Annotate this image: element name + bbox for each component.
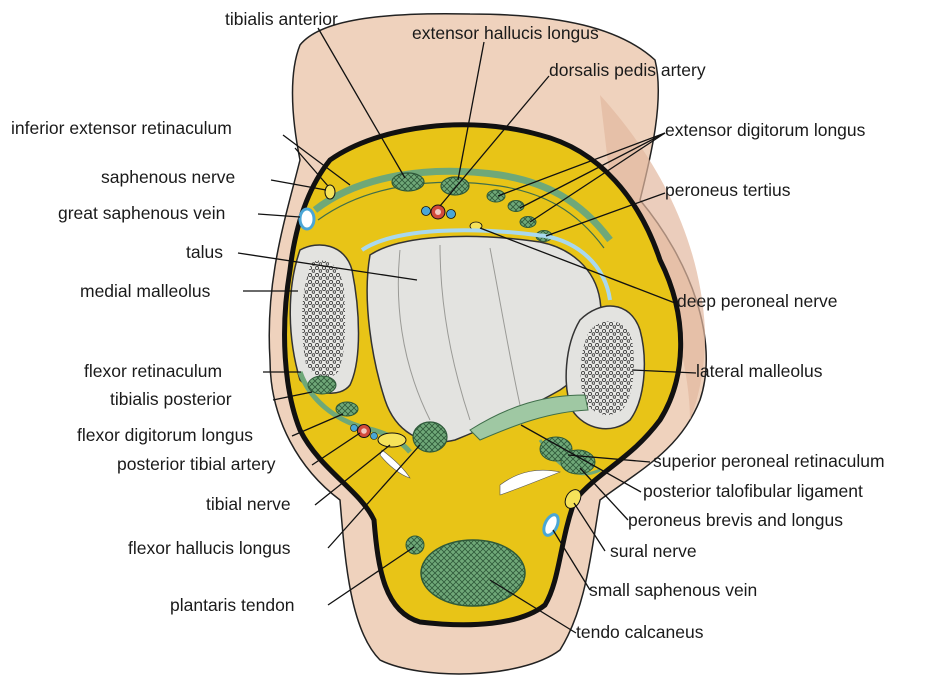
edl-tendon-3 bbox=[520, 217, 536, 228]
label-flexor-retinaculum: flexor retinaculum bbox=[84, 361, 222, 381]
label-superior-peroneal-retinaculum: superior peroneal retinaculum bbox=[653, 451, 885, 471]
peroneus-longus-tendon bbox=[561, 450, 595, 474]
label-extensor-digitorum-longus: extensor digitorum longus bbox=[665, 120, 866, 140]
label-sural-nerve: sural nerve bbox=[610, 541, 697, 561]
label-posterior-tibial-artery: posterior tibial artery bbox=[117, 454, 276, 474]
label-saphenous-nerve: saphenous nerve bbox=[101, 167, 235, 187]
label-tibial-nerve: tibial nerve bbox=[206, 494, 291, 514]
label-posterior-talofibular-ligament: posterior talofibular ligament bbox=[643, 481, 863, 501]
edl-tendon-1 bbox=[487, 190, 505, 202]
tibial-nerve bbox=[378, 433, 406, 447]
label-lateral-malleolus: lateral malleolus bbox=[696, 361, 823, 381]
label-medial-malleolus: medial malleolus bbox=[80, 281, 211, 301]
label-deep-peroneal-nerve: deep peroneal nerve bbox=[677, 291, 838, 311]
label-inferior-extensor-retinaculum: inferior extensor retinaculum bbox=[11, 118, 232, 138]
tibialis-posterior-tendon bbox=[308, 376, 336, 394]
label-talus: talus bbox=[186, 242, 223, 262]
posterior-tibial-vein-2 bbox=[371, 433, 378, 440]
label-plantaris-tendon: plantaris tendon bbox=[170, 595, 295, 615]
label-dorsalis-pedis-artery: dorsalis pedis artery bbox=[549, 60, 706, 80]
extensor-hallucis-longus-tendon bbox=[441, 177, 469, 195]
label-peroneus-brevis-and-longus: peroneus brevis and longus bbox=[628, 510, 843, 530]
posterior-tibial-vein-1 bbox=[351, 425, 358, 432]
tendo-calcaneus bbox=[421, 540, 525, 606]
edl-tendon-2 bbox=[508, 201, 524, 212]
label-tibialis-anterior: tibialis anterior bbox=[225, 9, 338, 29]
label-peroneus-tertius: peroneus tertius bbox=[665, 180, 791, 200]
label-tibialis-posterior: tibialis posterior bbox=[110, 389, 232, 409]
tibialis-anterior-tendon bbox=[392, 173, 424, 191]
label-flexor-digitorum-longus: flexor digitorum longus bbox=[77, 425, 253, 445]
label-small-saphenous-vein: small saphenous vein bbox=[589, 580, 757, 600]
label-extensor-hallucis-longus: extensor hallucis longus bbox=[412, 23, 599, 43]
label-flexor-hallucis-longus: flexor hallucis longus bbox=[128, 538, 291, 558]
dorsalis-pedis-vein-2 bbox=[447, 210, 456, 219]
great-saphenous-vein bbox=[300, 209, 314, 229]
flexor-digitorum-longus-tendon bbox=[336, 402, 358, 416]
dorsalis-pedis-vein-1 bbox=[422, 207, 431, 216]
label-great-saphenous-vein: great saphenous vein bbox=[58, 203, 225, 223]
label-tendo-calcaneus: tendo calcaneus bbox=[576, 622, 704, 642]
saphenous-nerve bbox=[325, 185, 335, 199]
